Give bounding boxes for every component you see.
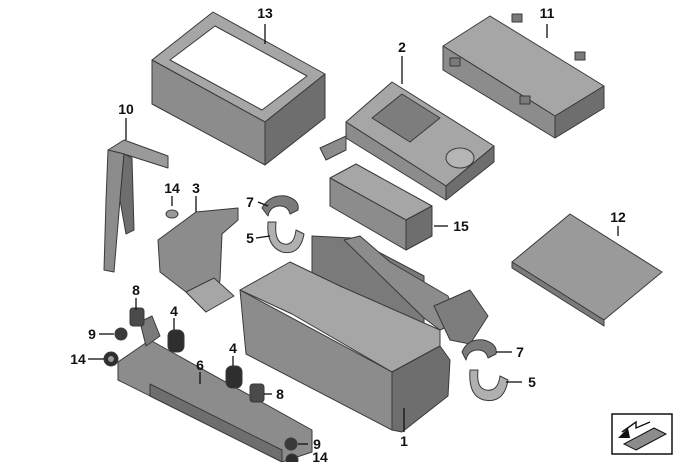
- callout-6: 6: [196, 357, 204, 373]
- part-14-nut-lower: [285, 453, 299, 462]
- part-1-tray: [239, 235, 489, 433]
- part-4-grommet-upper: [167, 329, 185, 353]
- callout-4-upper: 4: [170, 303, 178, 319]
- part-7-clip-lower: [461, 339, 497, 361]
- callout-14-left: 14: [70, 351, 86, 367]
- part-6-rail: [117, 315, 313, 462]
- callout-9-upper: 9: [88, 326, 96, 342]
- callout-13: 13: [257, 5, 273, 21]
- callout-2: 2: [398, 39, 406, 55]
- callout-8-lower: 8: [276, 386, 284, 402]
- view-direction-icon: [611, 413, 673, 455]
- part-11-cover: [442, 13, 605, 139]
- callout-5-upper: 5: [246, 230, 254, 246]
- part-3-holder: [157, 207, 239, 313]
- callout-10: 10: [118, 101, 134, 117]
- callout-3: 3: [192, 180, 200, 196]
- part-9-screw-upper: [114, 327, 128, 341]
- part-14-nut-upper: [165, 209, 179, 219]
- callout-7-lower: 7: [516, 344, 524, 360]
- callout-7-upper: 7: [246, 194, 254, 210]
- callout-labels: 13 11 2 10 14 3 7 5 15 12 8 4 9 14 6 4 8…: [70, 5, 626, 462]
- part-14-nut-left: [103, 351, 119, 367]
- part-2-carrier: [319, 81, 495, 201]
- part-4-grommet-lower: [225, 365, 243, 389]
- callout-12: 12: [610, 209, 626, 225]
- callout-4-lower: 4: [229, 340, 237, 356]
- part-9-screw-lower: [284, 437, 298, 451]
- callout-11: 11: [540, 5, 555, 21]
- part-10-bracket: [103, 139, 169, 273]
- callout-9-lower: 9: [313, 436, 321, 452]
- callout-15: 15: [453, 218, 469, 234]
- part-8-clip-upper: [129, 307, 145, 327]
- part-13-frame: [151, 11, 326, 166]
- part-7-clip-upper: [261, 195, 299, 217]
- part-5-strap-upper: [267, 221, 305, 254]
- callout-8-upper: 8: [132, 282, 140, 298]
- leader-lines: [88, 24, 619, 445]
- callout-1: 1: [400, 433, 408, 449]
- callout-14-lower: 14: [312, 449, 328, 462]
- callout-14-upper: 14: [164, 180, 180, 196]
- part-5-strap-lower: [469, 369, 509, 402]
- part-8-clip-lower: [249, 383, 265, 403]
- callout-5-lower: 5: [528, 374, 536, 390]
- part-12-pad: [511, 213, 663, 327]
- part-15-module: [329, 163, 433, 251]
